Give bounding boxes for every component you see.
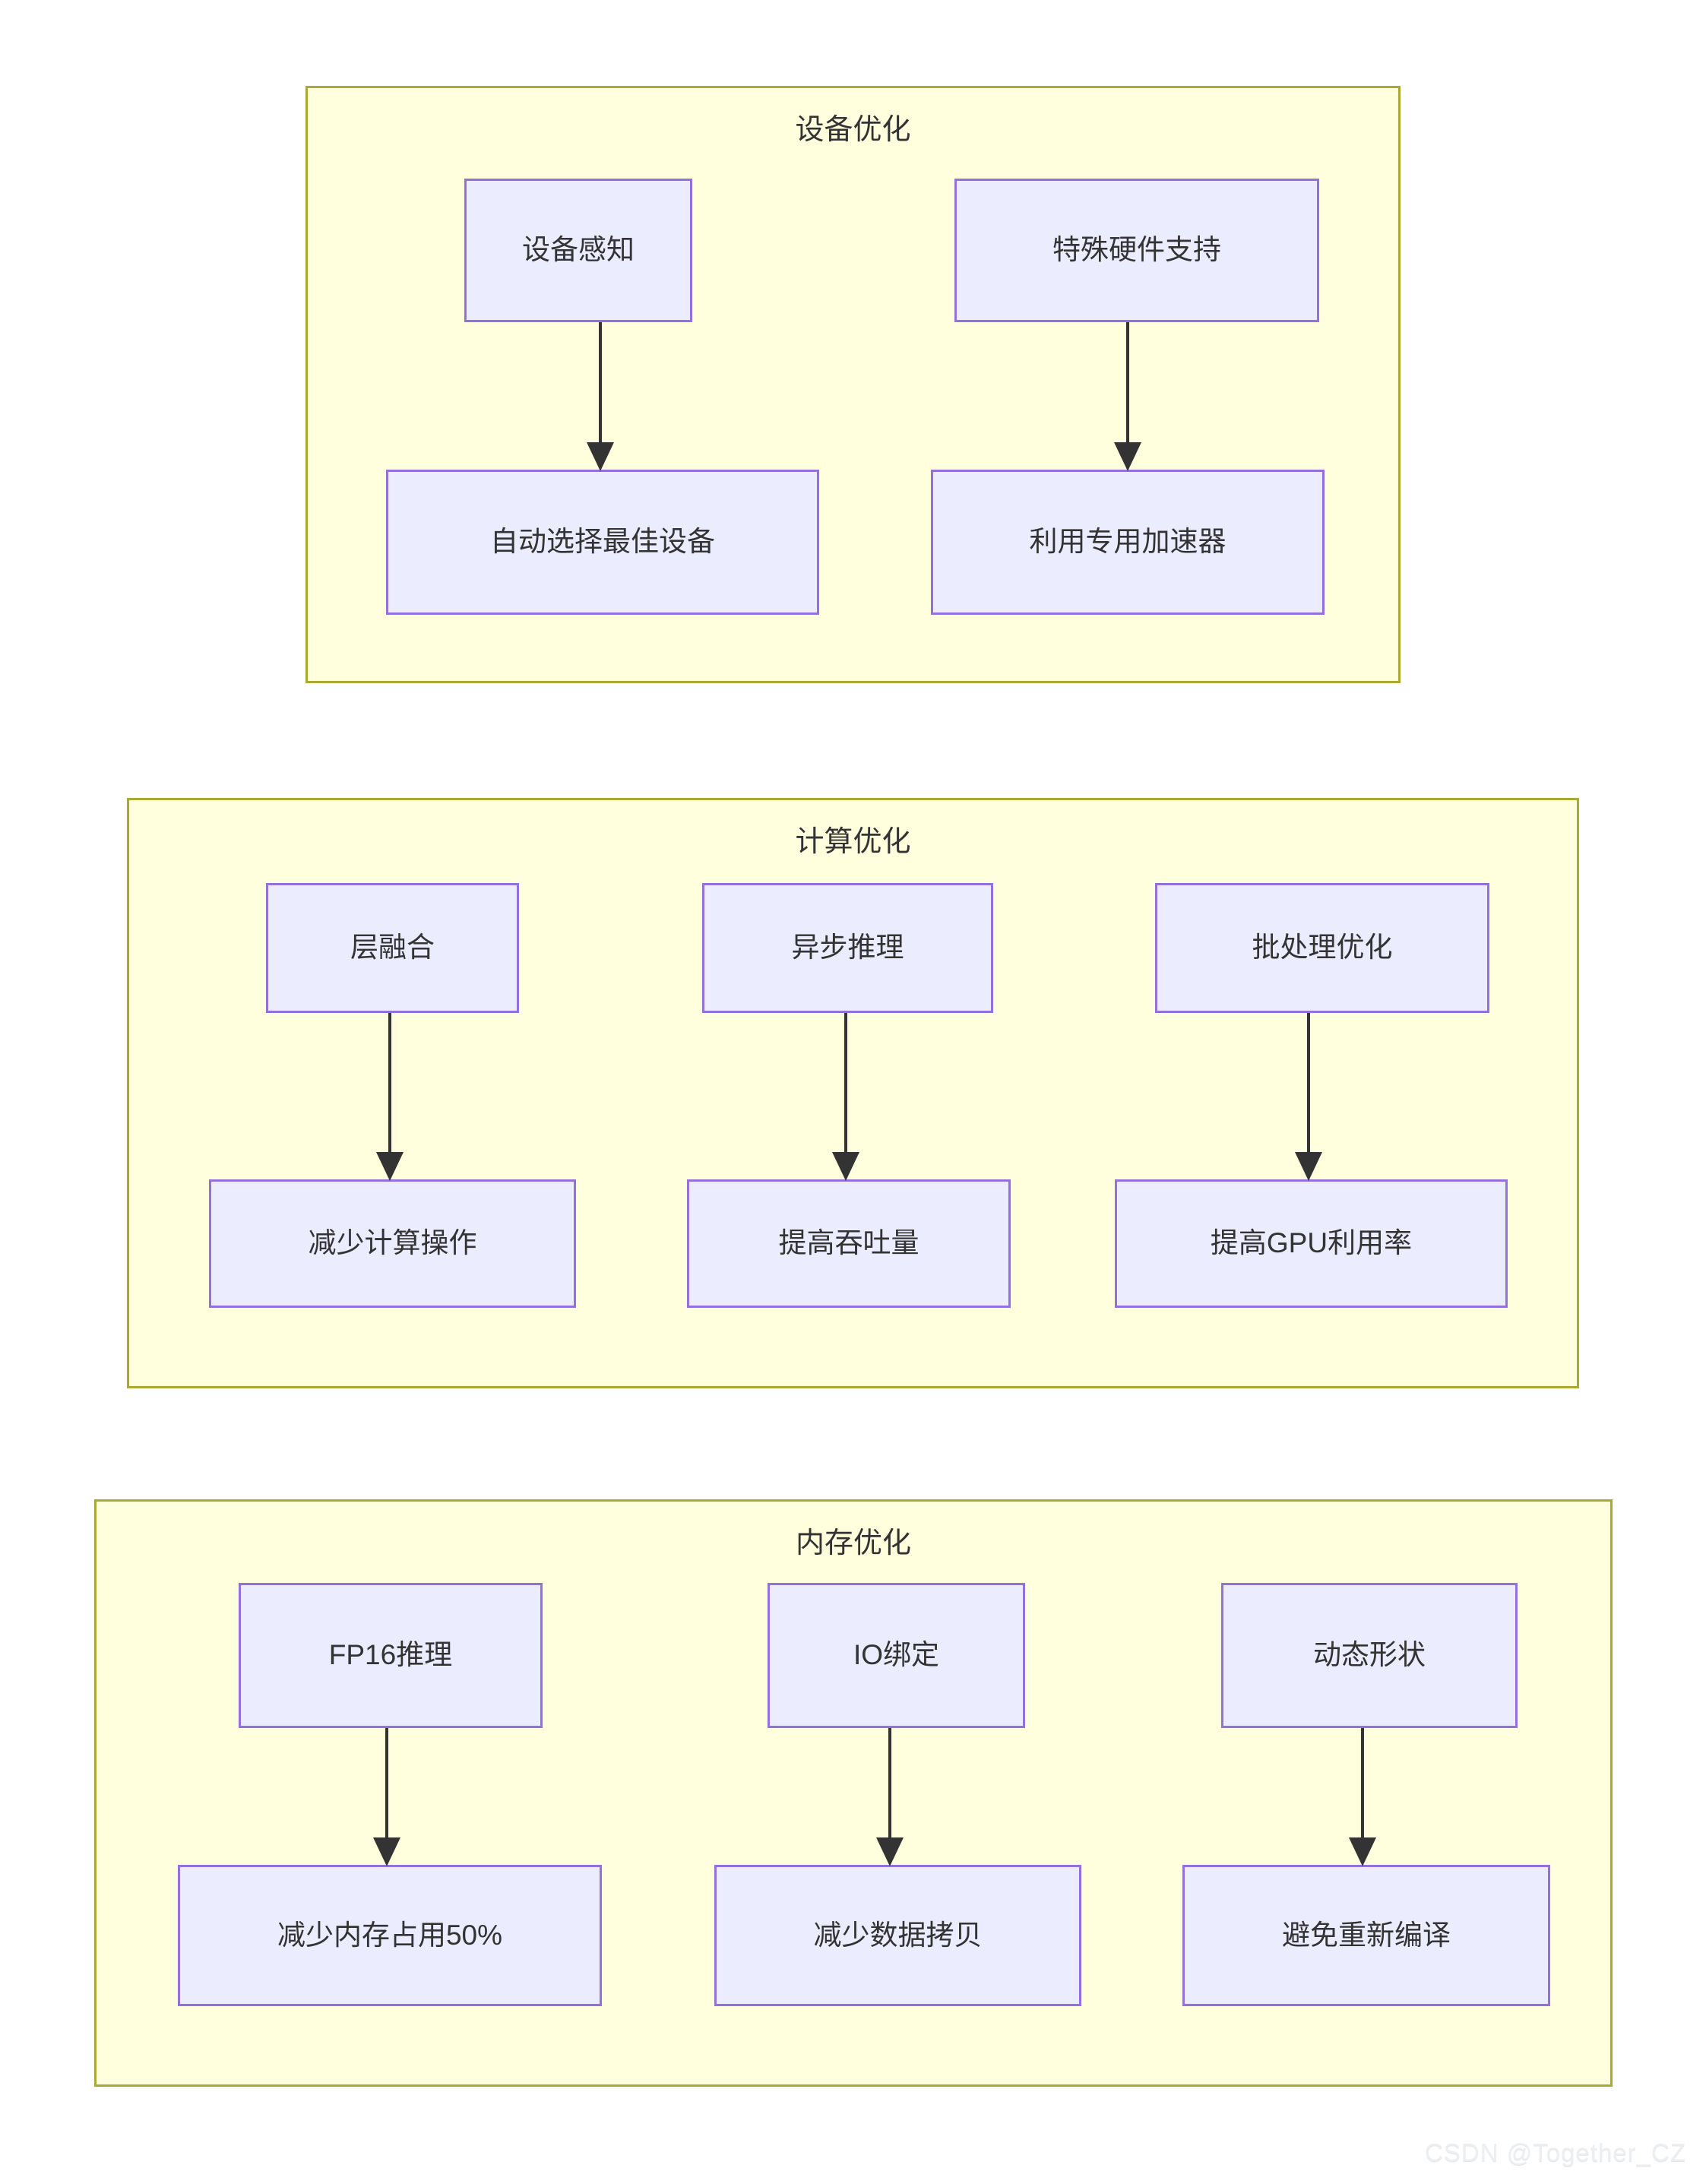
node-label-fp16-inference: FP16推理 [328, 1639, 453, 1671]
node-reduce-copy[interactable]: 减少数据拷贝 [714, 1865, 1081, 2006]
cluster-title-compute-optimization: 计算优化 [795, 826, 911, 858]
node-label-reduce-copy: 减少数据拷贝 [813, 1919, 983, 1951]
node-use-accelerator[interactable]: 利用专用加速器 [931, 470, 1325, 615]
node-label-special-hw-support: 特殊硬件支持 [1052, 234, 1221, 266]
node-label-device-aware: 设备感知 [522, 234, 635, 266]
node-io-binding[interactable]: IO绑定 [768, 1583, 1025, 1728]
node-raise-gpu-util[interactable]: 提高GPU利用率 [1115, 1179, 1508, 1308]
node-label-auto-select-device: 自动选择最佳设备 [490, 526, 715, 558]
node-layer-fusion[interactable]: 层融合 [266, 883, 519, 1013]
node-label-raise-throughput: 提高吞吐量 [778, 1227, 919, 1259]
node-label-batch-optimize: 批处理优化 [1252, 932, 1393, 964]
cluster-title-memory-optimization: 内存优化 [795, 1527, 911, 1559]
node-label-dynamic-shape: 动态形状 [1313, 1639, 1426, 1671]
cluster-title-device-optimization: 设备优化 [795, 114, 911, 146]
node-reduce-memory[interactable]: 减少内存占用50% [178, 1865, 602, 2006]
node-async-inference[interactable]: 异步推理 [702, 883, 993, 1013]
node-device-aware[interactable]: 设备感知 [464, 179, 692, 322]
node-dynamic-shape[interactable]: 动态形状 [1221, 1583, 1518, 1728]
watermark: CSDN @Together_CZ [1425, 2138, 1686, 2167]
node-label-raise-gpu-util: 提高GPU利用率 [1210, 1227, 1413, 1259]
node-label-avoid-recompile: 避免重新编译 [1282, 1919, 1451, 1951]
node-batch-optimize[interactable]: 批处理优化 [1155, 883, 1489, 1013]
node-label-reduce-memory: 减少内存占用50% [277, 1919, 503, 1951]
node-label-layer-fusion: 层融合 [350, 932, 435, 964]
node-label-reduce-compute: 减少计算操作 [308, 1227, 477, 1259]
node-reduce-compute[interactable]: 减少计算操作 [209, 1179, 576, 1308]
node-raise-throughput[interactable]: 提高吞吐量 [687, 1179, 1011, 1308]
node-auto-select-device[interactable]: 自动选择最佳设备 [386, 470, 819, 615]
node-label-async-inference: 异步推理 [791, 932, 904, 964]
node-fp16-inference[interactable]: FP16推理 [239, 1583, 543, 1728]
node-special-hw-support[interactable]: 特殊硬件支持 [954, 179, 1319, 322]
node-avoid-recompile[interactable]: 避免重新编译 [1182, 1865, 1550, 2006]
node-label-use-accelerator: 利用专用加速器 [1029, 526, 1226, 558]
node-label-io-binding: IO绑定 [853, 1639, 940, 1671]
